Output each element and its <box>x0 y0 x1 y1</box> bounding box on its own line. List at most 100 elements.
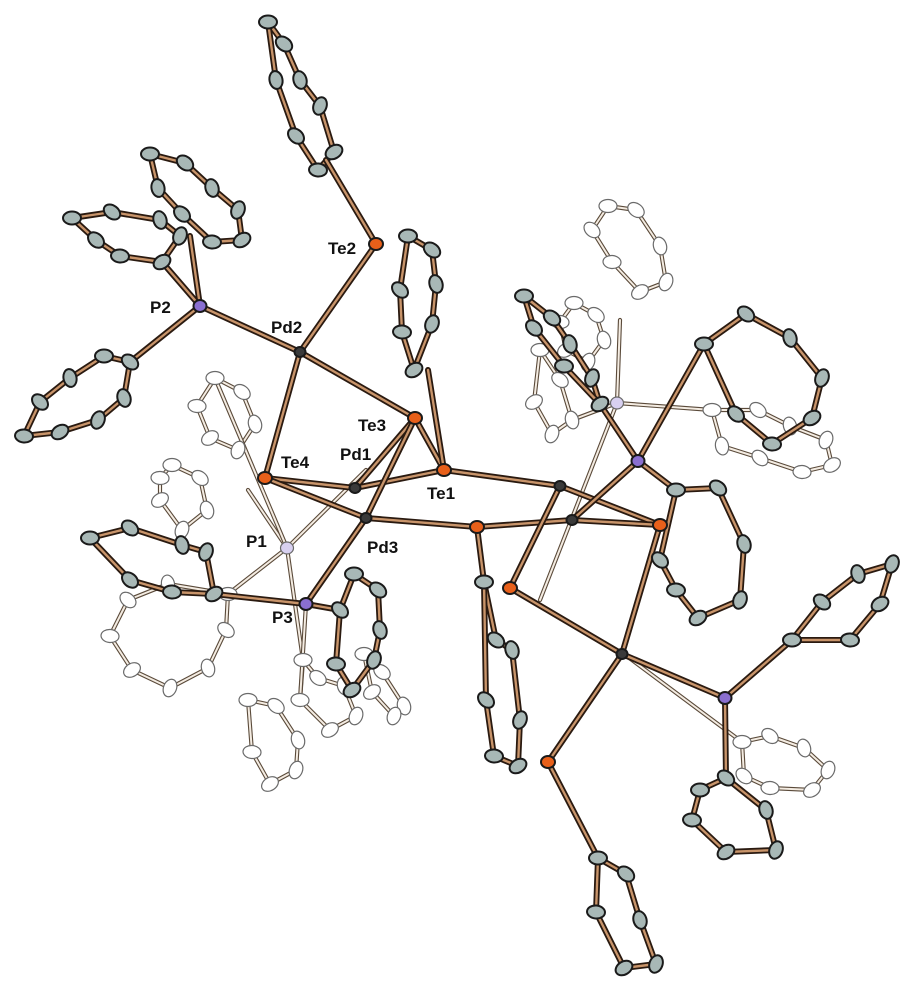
carbon-atom <box>823 457 841 473</box>
label-pd3: Pd3 <box>367 538 398 557</box>
carbon-atom <box>477 691 495 709</box>
carbon-atom <box>820 760 836 780</box>
label-te2: Te2 <box>328 239 356 258</box>
carbon-atom <box>588 850 608 866</box>
carbon-atom <box>658 272 674 292</box>
carbon-atom <box>199 500 215 520</box>
palladium-atom <box>553 480 567 492</box>
carbon-atom <box>542 309 562 327</box>
carbon-atom <box>812 593 832 611</box>
carbon-atom <box>174 535 190 555</box>
bond <box>533 349 541 403</box>
carbon-atom <box>308 162 328 178</box>
carbon-atom <box>290 692 310 708</box>
bond <box>298 242 378 354</box>
carbon-atom <box>116 388 132 408</box>
carbon-atom <box>736 305 756 323</box>
carbon-atom <box>175 154 195 172</box>
carbon-atom <box>87 231 105 249</box>
bond <box>594 910 626 970</box>
carbon-atom <box>736 534 752 554</box>
carbon-atom <box>424 314 440 334</box>
carbon-atom <box>760 780 780 796</box>
carbon-atom <box>230 440 246 460</box>
background-atoms <box>100 198 841 798</box>
carbon-atom <box>198 542 214 562</box>
carbon-atom <box>123 662 141 678</box>
carbon-atom <box>616 865 636 883</box>
carbon-atom <box>162 584 182 600</box>
carbon-atom <box>100 628 120 644</box>
bond <box>594 856 600 914</box>
carbon-atom <box>782 632 802 648</box>
carbon-atom <box>366 650 382 670</box>
carbon-atom <box>191 469 209 487</box>
bond <box>508 484 562 590</box>
carbon-atom <box>392 324 412 340</box>
bond <box>484 698 496 758</box>
carbon-atom <box>651 551 669 569</box>
tellurium-atom <box>469 520 485 534</box>
bond <box>364 416 417 520</box>
tellurium-atom <box>652 518 668 532</box>
label-p1: P1 <box>246 532 267 551</box>
bond <box>546 652 624 764</box>
phosphorus-atom <box>279 541 295 555</box>
carbon-atom <box>422 241 442 259</box>
carbon-atom <box>803 782 821 798</box>
carbon-atom <box>632 910 648 930</box>
carbon-atom <box>119 591 137 609</box>
carbon-atom <box>758 800 774 820</box>
carbon-atom <box>702 402 722 418</box>
carbon-atom <box>324 143 344 161</box>
bond <box>723 696 728 780</box>
carbon-atom <box>525 394 543 410</box>
carbon-atom <box>688 609 708 627</box>
carbon-atom <box>31 393 49 411</box>
carbon-atom <box>120 519 140 537</box>
bond <box>539 402 618 601</box>
carbon-atom <box>312 96 328 116</box>
carbon-atom <box>602 254 622 270</box>
carbon-atom <box>363 684 381 700</box>
carbon-atom <box>544 424 560 444</box>
carbon-atom <box>173 205 191 223</box>
carbon-atom <box>596 330 612 350</box>
carbon-atom <box>732 590 748 610</box>
carbon-atom <box>708 479 728 497</box>
bond <box>364 516 479 529</box>
carbon-atom <box>110 248 130 264</box>
bond <box>426 368 446 472</box>
carbon-atom <box>666 582 686 598</box>
carbon-atom <box>267 697 285 715</box>
carbon-atom <box>762 436 782 452</box>
label-te3: Te3 <box>358 416 386 435</box>
carbon-atom <box>200 658 216 678</box>
palladium-atom <box>615 648 629 660</box>
carbon-atom <box>796 738 812 758</box>
carbon-atom <box>690 782 710 798</box>
label-te1: Te1 <box>427 484 455 503</box>
carbon-atom <box>274 35 294 53</box>
carbon-atom <box>205 370 225 386</box>
bond <box>482 580 488 702</box>
bond <box>247 489 288 549</box>
carbon-atom <box>242 744 262 760</box>
label-te4: Te4 <box>281 453 310 472</box>
palladium-atom <box>565 514 579 526</box>
bond <box>263 476 357 490</box>
carbon-atom <box>62 210 82 226</box>
bond <box>620 652 727 700</box>
bond <box>324 158 378 246</box>
bond <box>616 402 713 411</box>
tellurium-atom <box>502 581 518 595</box>
carbon-atom <box>735 767 753 785</box>
bond <box>562 364 602 406</box>
carbon-atom <box>782 328 798 348</box>
bond <box>263 476 368 520</box>
carbon-atom <box>648 954 664 974</box>
carbon-atom <box>666 482 686 498</box>
carbon-atom <box>525 319 543 337</box>
carbon-atom <box>288 760 304 780</box>
carbon-atom <box>232 231 252 249</box>
